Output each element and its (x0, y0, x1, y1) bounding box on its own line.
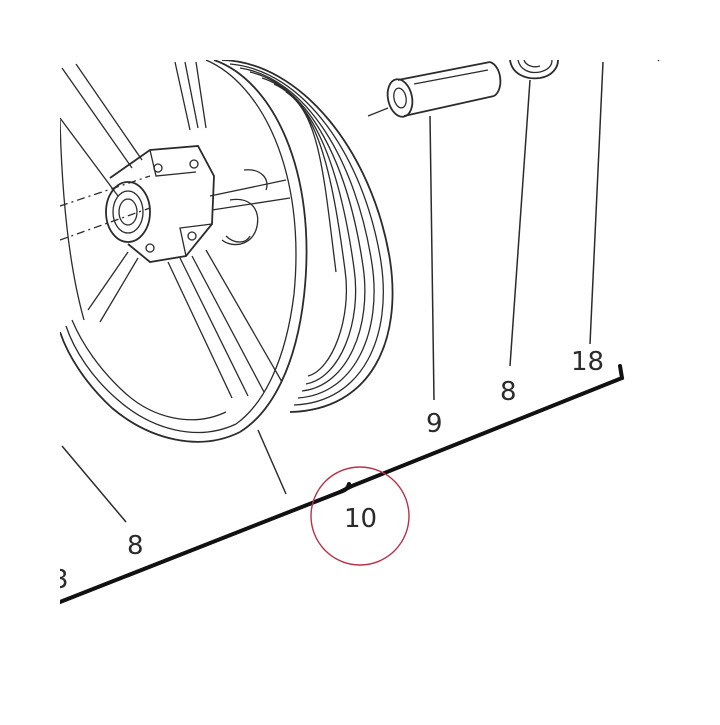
spacer-sleeve (367, 61, 502, 118)
callout-8-right: 8 (500, 377, 517, 407)
edge-mark (657, 59, 660, 62)
left-crop-mask (0, 0, 60, 720)
callout-9: 9 (426, 409, 443, 439)
highlight-circle (310, 466, 410, 566)
rim (59, 59, 308, 443)
axle-centerlines (59, 175, 151, 241)
callout-10: 10 (344, 504, 377, 534)
wheel-bearing (509, 59, 559, 80)
leader-18 (589, 61, 604, 345)
wheel-hub (105, 145, 268, 263)
base-line (58, 364, 625, 604)
leader-10 (257, 429, 287, 495)
leader-9 (429, 115, 435, 401)
callout-labels: 18 9 8 10 8 3 (52, 347, 604, 595)
spokes (59, 61, 291, 399)
front-wheel-drawing (59, 59, 394, 443)
callout-8-left: 8 (127, 531, 144, 561)
callout-18: 18 (571, 347, 604, 377)
leader-lines (61, 61, 604, 523)
leader-8-left (61, 445, 127, 523)
tire (221, 59, 394, 413)
leader-8-right (509, 79, 531, 367)
top-crop-mask (0, 0, 720, 60)
